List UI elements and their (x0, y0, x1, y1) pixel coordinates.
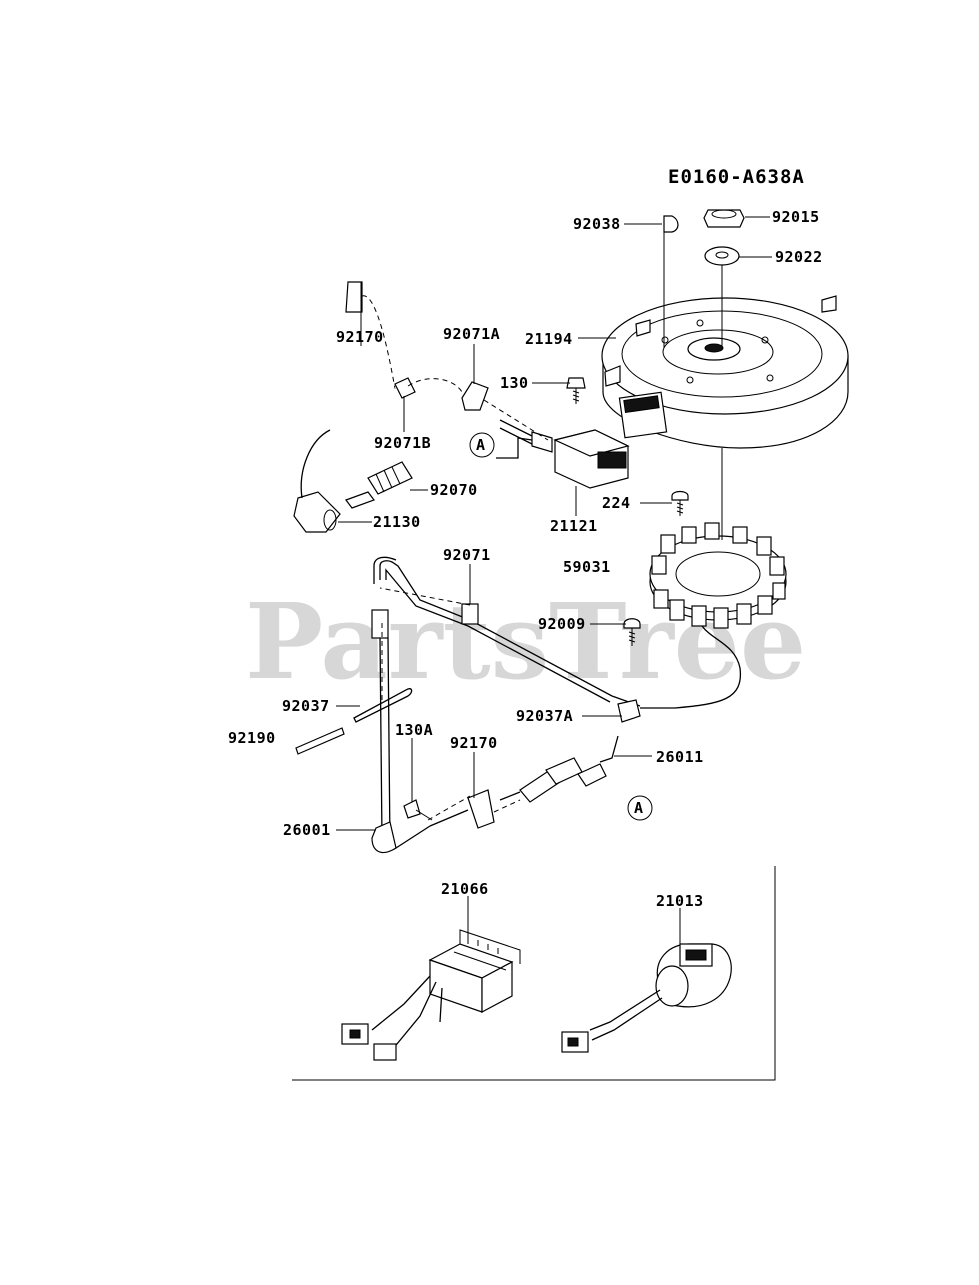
label-92070: 92070 (430, 481, 478, 499)
screw-224 (671, 490, 689, 516)
leader-lines (336, 216, 772, 946)
label-92170-top: 92170 (336, 328, 384, 346)
diagram-code: E0160-A638A (668, 166, 805, 188)
clamp-92037A (617, 699, 641, 723)
clamp-92170-top (345, 281, 363, 313)
callout-A-bottom: A (627, 795, 653, 821)
stator-59031 (640, 522, 787, 709)
label-130A: 130A (395, 721, 433, 739)
svg-text:A: A (634, 799, 644, 817)
label-21121: 21121 (550, 517, 598, 535)
label-92022: 92022 (775, 248, 823, 266)
cap-92071B (394, 377, 416, 399)
spark-plug-92070 (345, 461, 413, 509)
nut-92015 (703, 209, 745, 228)
key-92038 (663, 215, 679, 233)
label-92190: 92190 (228, 729, 276, 747)
wire-harness-26001 (371, 556, 641, 853)
ignition-coil-21121 (496, 419, 630, 489)
capacitor-21013 (561, 943, 732, 1053)
label-92009: 92009 (538, 615, 586, 633)
washer-92022 (704, 246, 740, 266)
label-130: 130 (500, 374, 529, 392)
label-92015: 92015 (772, 208, 820, 226)
tie-92037 (353, 688, 413, 723)
lead-26011 (577, 735, 619, 787)
plug-cap-21130 (293, 429, 341, 533)
label-21066: 21066 (441, 880, 489, 898)
screw-92009 (623, 618, 641, 646)
label-92071A: 92071A (443, 325, 500, 343)
callout-A-top: A (469, 432, 495, 458)
label-224: 224 (602, 494, 631, 512)
label-21013: 21013 (656, 892, 704, 910)
label-21130: 21130 (373, 513, 421, 531)
label-21194: 21194 (525, 330, 573, 348)
tube-92190 (295, 727, 345, 755)
label-92038: 92038 (573, 215, 621, 233)
svg-text:A: A (476, 436, 486, 454)
bolt-130A (403, 799, 433, 821)
label-26001: 26001 (283, 821, 331, 839)
parts-box-border (292, 866, 776, 1081)
label-92170-bottom: 92170 (450, 734, 498, 752)
clamp-92071A (461, 381, 489, 411)
label-26011: 26011 (656, 748, 704, 766)
flywheel-21194 (601, 295, 849, 449)
label-92037: 92037 (282, 697, 330, 715)
label-92037A: 92037A (516, 707, 573, 725)
label-92071: 92071 (443, 546, 491, 564)
label-59031: 59031 (563, 558, 611, 576)
clamp-92170-bottom (467, 789, 495, 829)
regulator-21066 (341, 929, 521, 1061)
clamp-92071 (461, 603, 479, 625)
label-92071B: 92071B (374, 434, 431, 452)
bolt-130 (566, 377, 586, 404)
